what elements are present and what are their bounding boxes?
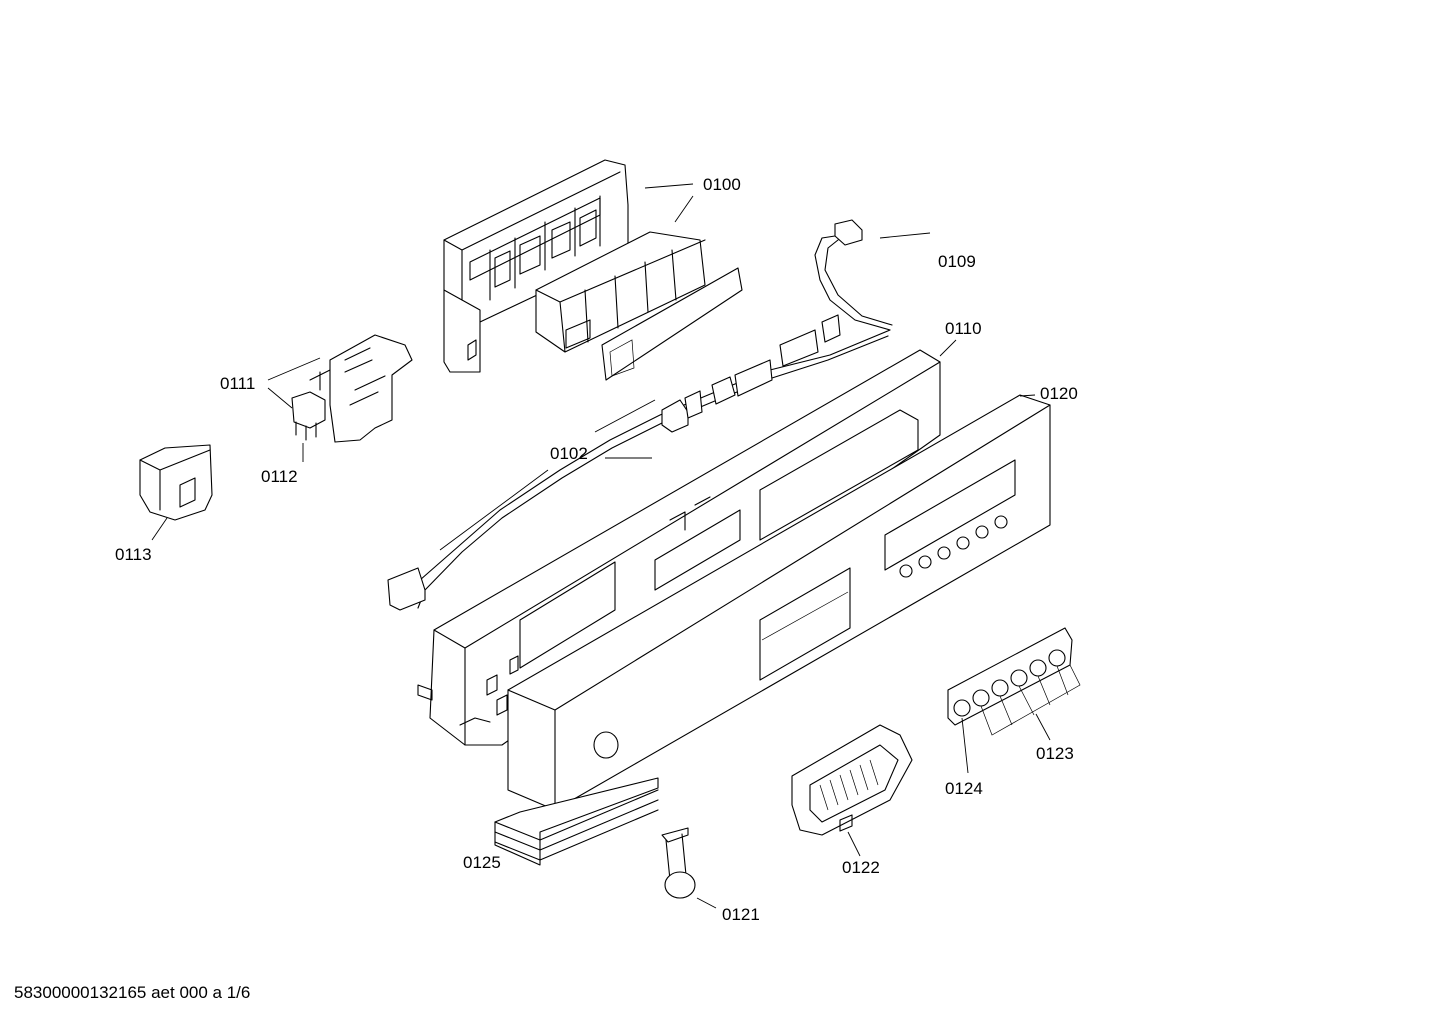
label-0110: 0110 <box>945 319 982 338</box>
leader-0122 <box>847 831 861 857</box>
leader-0110 <box>939 339 957 357</box>
label-0124: 0124 <box>945 779 983 798</box>
front-panel-0120 <box>507 394 1051 811</box>
leader-0102c <box>439 469 549 551</box>
label-0121: 0121 <box>722 905 760 924</box>
connector-0109 <box>814 219 893 331</box>
leader-0100a <box>644 183 694 189</box>
label-0102: 0102 <box>550 444 588 463</box>
strips-0125 <box>494 777 659 866</box>
display-cover-0122 <box>791 724 913 836</box>
label-0120: 0120 <box>1040 384 1078 403</box>
knob-0121 <box>661 827 696 899</box>
leader-0111b <box>267 387 293 409</box>
wiring-harness-0102 <box>387 314 891 611</box>
button-set-0123 <box>947 627 1081 736</box>
leader-0109 <box>879 232 931 239</box>
label-0123: 0123 <box>1036 744 1074 763</box>
leader-0123 <box>1035 713 1051 741</box>
label-0109: 0109 <box>938 252 976 271</box>
switch-0111 <box>309 334 413 443</box>
bracket-0113 <box>139 444 213 521</box>
display-strip <box>601 267 743 381</box>
leader-0102b <box>594 399 656 433</box>
control-module-0100 <box>443 159 706 373</box>
leader-0111a <box>267 357 321 381</box>
label-0122: 0122 <box>842 858 880 877</box>
document-id: 58300000132165 aet 000 a 1/6 <box>14 983 250 1002</box>
leader-0120 <box>1019 394 1036 397</box>
label-0100: 0100 <box>703 175 741 194</box>
leader-0124 <box>961 717 969 774</box>
label-0113: 0113 <box>115 545 152 564</box>
label-0112: 0112 <box>261 467 298 486</box>
leader-0113 <box>151 517 168 541</box>
label-0111: 0111 <box>220 374 255 393</box>
leader-0121 <box>696 897 717 909</box>
relay-0112 <box>291 391 326 441</box>
label-0125: 0125 <box>463 853 501 872</box>
leader-0100b <box>674 195 694 223</box>
